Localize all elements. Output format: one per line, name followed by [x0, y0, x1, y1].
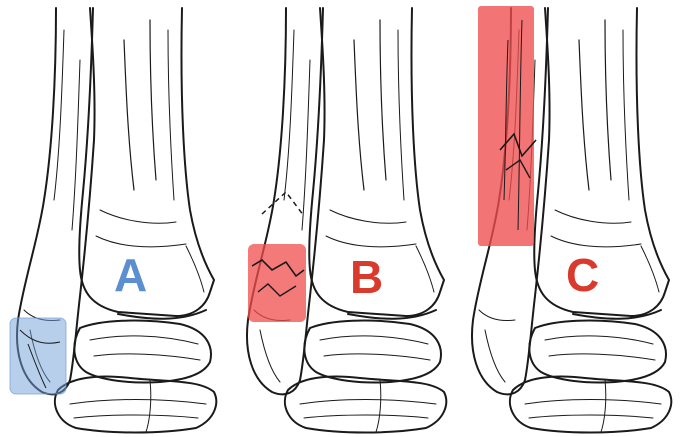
- label-c: C: [566, 252, 599, 298]
- label-b: B: [350, 254, 383, 300]
- ankle-a: [10, 8, 216, 433]
- label-a: A: [114, 252, 147, 298]
- highlight-b: [248, 244, 306, 322]
- ankle-c: [472, 6, 671, 433]
- ankle-b: [247, 8, 446, 433]
- highlight-a: [10, 318, 66, 394]
